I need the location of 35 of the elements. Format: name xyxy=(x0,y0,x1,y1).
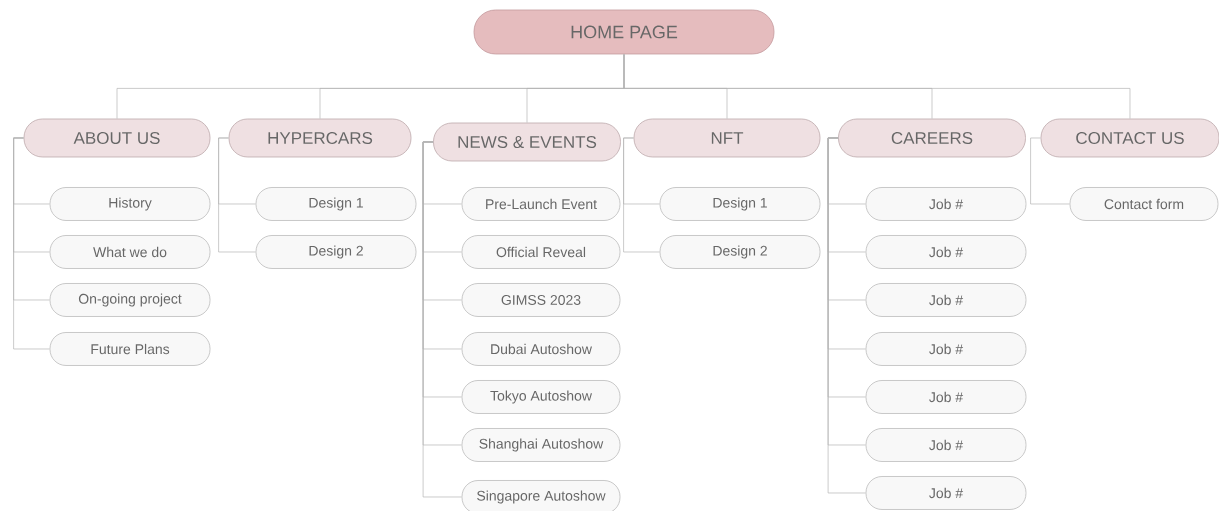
page-box: Job # xyxy=(865,187,1027,221)
section-box: NEWS & EVENTS xyxy=(433,122,621,162)
section-box: ABOUT US xyxy=(23,118,211,158)
page-box: On-going project xyxy=(49,283,211,317)
connector-line xyxy=(1030,137,1070,205)
page-box: Job # xyxy=(865,476,1027,510)
page-box: Job # xyxy=(865,332,1027,366)
page-box: Contact form xyxy=(1069,187,1219,221)
page-box: Job # xyxy=(865,428,1027,462)
connector-line xyxy=(13,137,50,350)
page-box: Design 2 xyxy=(255,235,417,269)
page-box: What we do xyxy=(49,235,211,269)
page-box: Tokyo Autoshow xyxy=(461,380,621,414)
page-box: Singapore Autoshow xyxy=(461,480,621,511)
section-box: CONTACT US xyxy=(1040,118,1219,158)
connector-line xyxy=(623,137,660,253)
page-box: Shanghai Autoshow xyxy=(461,428,621,462)
page-box: Job # xyxy=(865,380,1027,414)
page-box: Design 2 xyxy=(659,235,821,269)
connector-line xyxy=(218,137,256,253)
connector-line xyxy=(623,54,1131,119)
section-box: NFT xyxy=(633,118,821,158)
page-box: Design 1 xyxy=(659,187,821,221)
section-box: HYPERCARS xyxy=(228,118,412,158)
page-box: Job # xyxy=(865,283,1027,317)
section-box: CAREERS xyxy=(838,118,1026,158)
page-box: Design 1 xyxy=(255,187,417,221)
page-box: Dubai Autoshow xyxy=(461,332,621,366)
page-box: Job # xyxy=(865,235,1027,269)
page-box: Future Plans xyxy=(49,332,211,366)
page-box: History xyxy=(49,187,211,221)
page-box: GIMSS 2023 xyxy=(461,283,621,317)
home-page-box: HOME PAGE xyxy=(473,9,775,55)
page-box: Official Reveal xyxy=(461,235,621,269)
page-box: Pre-Launch Event xyxy=(461,187,621,221)
